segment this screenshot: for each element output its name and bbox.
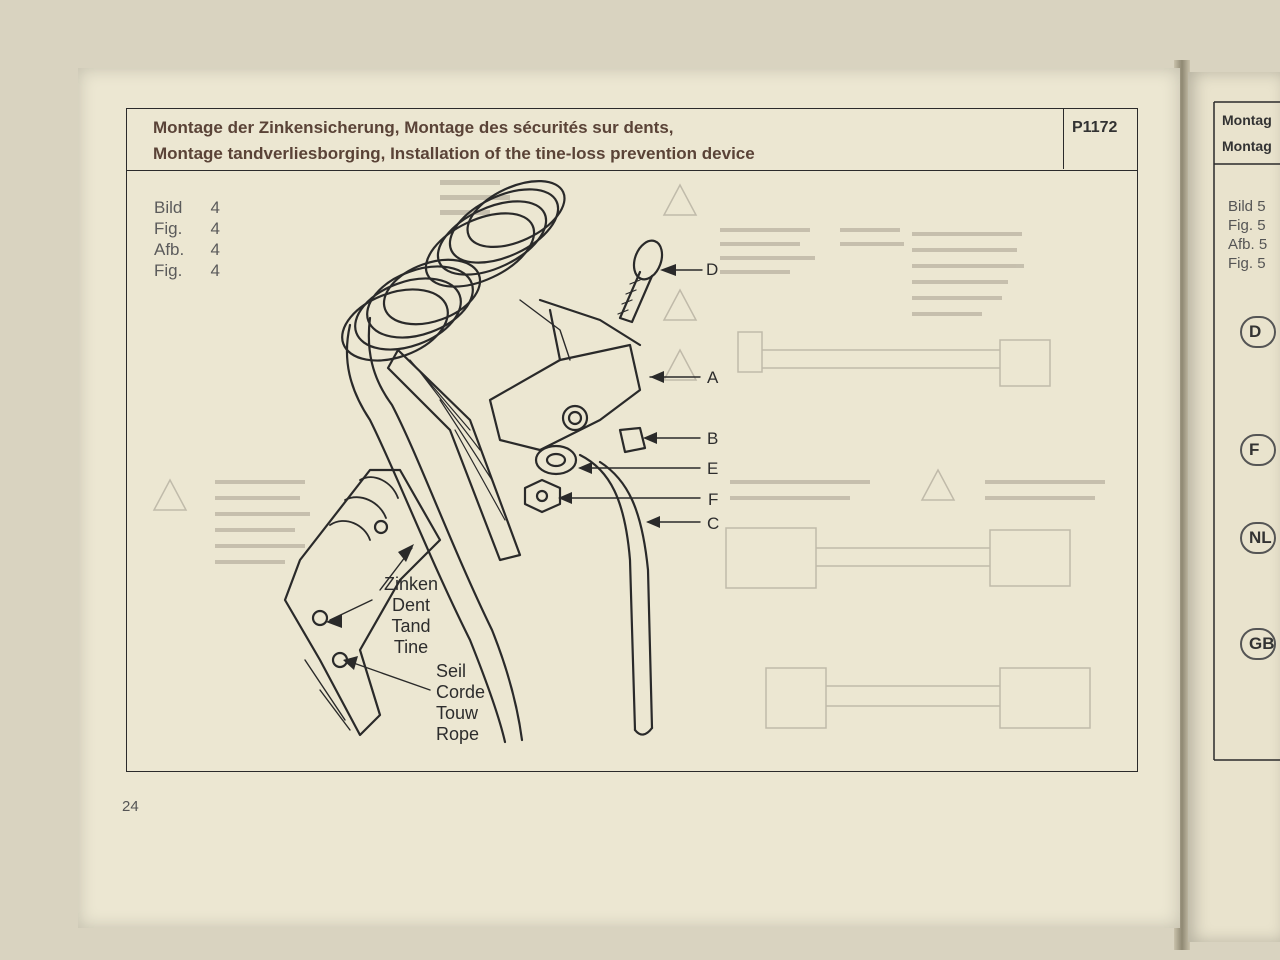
right-title-line-1: Montag: [1222, 112, 1272, 128]
language-badge-d: D: [1240, 316, 1276, 348]
language-badge-gb: GB: [1240, 628, 1276, 660]
bolt-d: [617, 239, 664, 324]
leader-lines: [329, 269, 703, 691]
upper-coil: [424, 180, 566, 288]
nut-f: [523, 478, 562, 514]
callout-d: D: [706, 260, 719, 279]
right-figure-references: Bild 5 Fig. 5 Afb. 5 Fig. 5: [1228, 197, 1267, 273]
language-badge-nl: NL: [1240, 522, 1276, 554]
callout-f: F: [708, 490, 719, 509]
figure-ref: Afb.4: [154, 240, 220, 259]
right-tine-c: [578, 453, 654, 732]
lower-coil: [341, 258, 482, 362]
callout-b: B: [707, 429, 719, 448]
bracket-a: [488, 343, 642, 452]
figure-ref: Fig.4: [154, 261, 220, 280]
code-cell: P1172: [1063, 109, 1137, 169]
title-line-2: Montage tandverliesborging, Installation…: [153, 144, 755, 163]
arrow-heads: [326, 264, 676, 670]
part-code: P1172: [1072, 119, 1118, 136]
right-title-line-2: Montag: [1222, 138, 1272, 154]
tine-label: Zinken Dent Tand Tine: [383, 574, 439, 657]
right-page: [1188, 72, 1280, 942]
washer-e: [534, 444, 578, 476]
page-number: 24: [122, 798, 139, 815]
figure-ref: Afb. 5: [1228, 236, 1268, 253]
language-badge-f: F: [1240, 434, 1276, 466]
callout-a: A: [707, 368, 719, 387]
callout-e: E: [707, 459, 719, 478]
bolt-b: [618, 426, 647, 454]
figure-frame: Montage der Zinkensicherung, Montage des…: [126, 108, 1138, 772]
title-block: Montage der Zinkensicherung, Montage des…: [127, 109, 1137, 171]
title-line-1: Montage der Zinkensicherung, Montage des…: [153, 118, 674, 137]
figure-ref: Bild 5: [1228, 198, 1266, 215]
left-tine: [345, 323, 507, 744]
clamp-plate: [386, 348, 522, 562]
figure-ref: Fig. 5: [1228, 217, 1266, 234]
tine-holder-block: [283, 468, 442, 737]
figure-ref: Fig. 5: [1228, 255, 1266, 272]
rope-label: Seil Corde Touw Rope: [436, 661, 486, 744]
callout-c: C: [707, 514, 720, 533]
figure-ref: Fig.4: [154, 219, 220, 238]
